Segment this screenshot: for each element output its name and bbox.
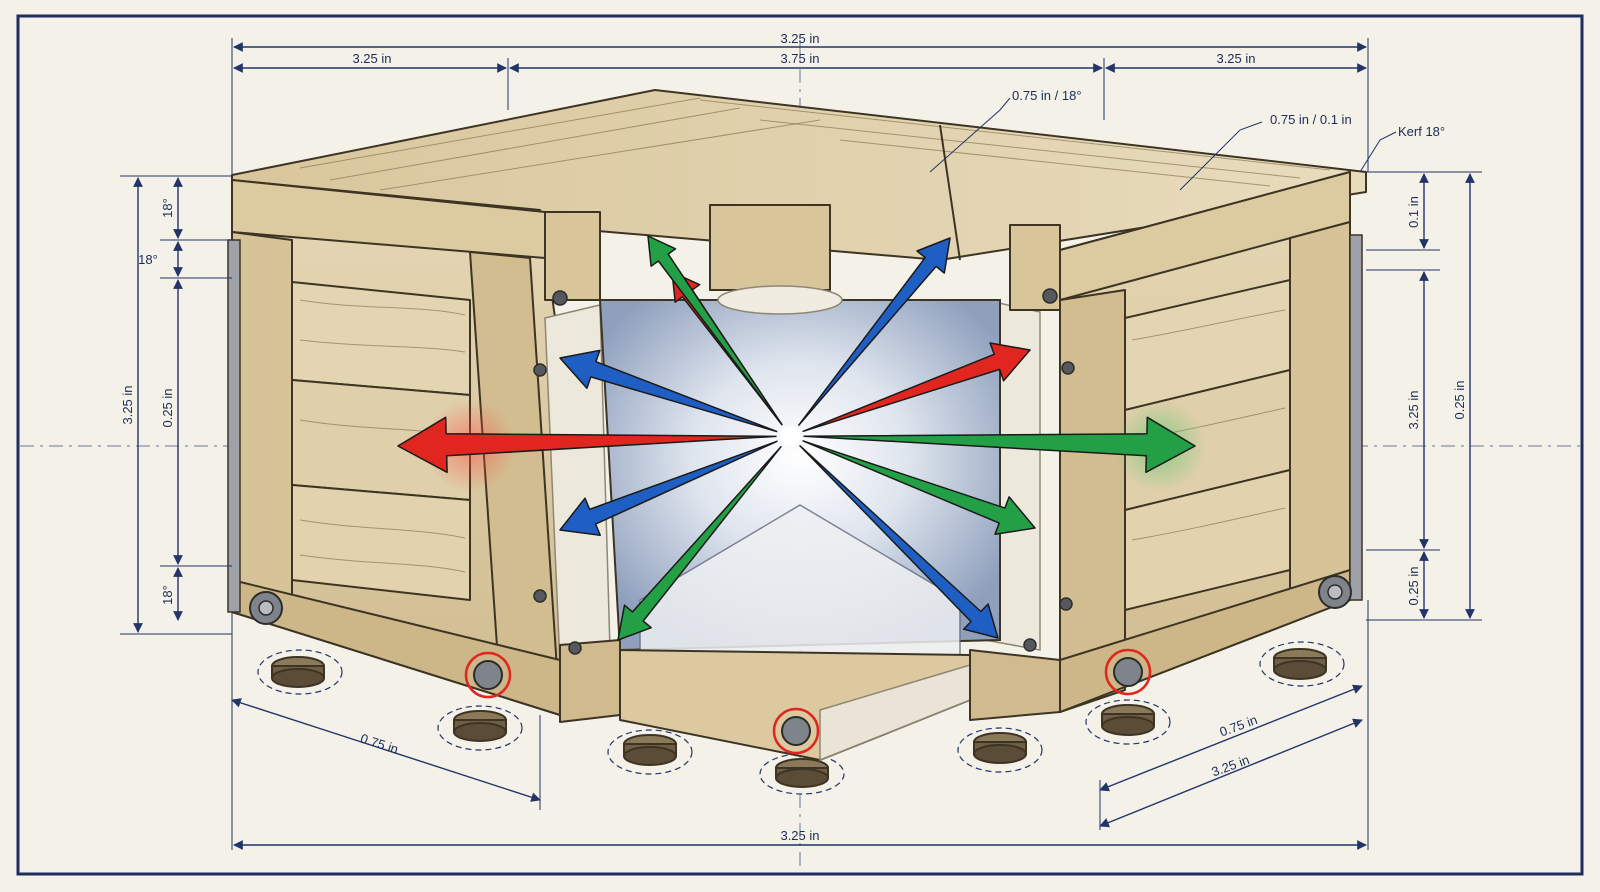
heat-flow-arrow-icon bbox=[803, 416, 1196, 474]
dim-bottom-left-diag bbox=[231, 698, 541, 802]
hex-bolt-icon bbox=[1023, 638, 1037, 652]
dim-bottom-right-diag-lower bbox=[1099, 718, 1363, 828]
hex-bolt-icon bbox=[1059, 597, 1073, 611]
heat-flow-arrow-icon bbox=[647, 235, 783, 426]
label-left-mid-angle: 18° bbox=[138, 252, 158, 267]
label-right-outer-height: 0.25 in bbox=[1452, 380, 1467, 419]
leveling-foot-icon bbox=[607, 729, 693, 775]
leveling-foot-icon bbox=[957, 727, 1043, 773]
heat-flow-arrow-icon bbox=[799, 445, 999, 639]
label-bottom-overall: 3.25 in bbox=[780, 828, 819, 843]
leveling-foot-icon bbox=[759, 753, 845, 795]
label-callout-right: 0.75 in / 0.1 in bbox=[1270, 112, 1352, 127]
leader-callout-far-right bbox=[1359, 131, 1397, 173]
hex-bolt-icon bbox=[533, 589, 547, 603]
label-top-left: 3.25 in bbox=[352, 51, 391, 66]
label-top-overall: 3.25 in bbox=[780, 31, 819, 46]
label-right-top-small: 0.1 in bbox=[1406, 196, 1421, 228]
label-left-inner-height: 0.25 in bbox=[160, 388, 175, 427]
heat-flow-arrow-icon bbox=[798, 237, 951, 426]
hex-bolt-icon bbox=[249, 591, 283, 625]
radiation-origin bbox=[780, 426, 800, 446]
hex-bolt-icon bbox=[533, 363, 547, 377]
heat-flow-arrows bbox=[397, 235, 1206, 641]
label-right-bottom-small: 0.25 in bbox=[1406, 566, 1421, 605]
crate-cavity bbox=[598, 299, 1001, 652]
leveling-foot-icon bbox=[1259, 641, 1345, 687]
label-callout-far-right: Kerf 18° bbox=[1398, 124, 1445, 139]
leader-callout-right bbox=[1179, 121, 1263, 191]
heat-flow-arrow-icon bbox=[802, 440, 1036, 536]
heat-flow-arrow-icon bbox=[617, 445, 782, 641]
heat-flow-arrow-icon bbox=[802, 342, 1031, 433]
heat-flow-arrow-icon bbox=[397, 416, 777, 474]
leveling-foot-icon bbox=[257, 649, 343, 695]
hex-bolt-icon bbox=[464, 651, 512, 699]
crate-assembly bbox=[227, 89, 1367, 795]
hex-bolt-icon bbox=[552, 290, 568, 306]
crate-left-wall bbox=[227, 179, 601, 716]
heat-flow-arrow-icon bbox=[559, 440, 778, 536]
label-callout-center: 0.75 in / 18° bbox=[1012, 88, 1082, 103]
label-top-right: 3.25 in bbox=[1216, 51, 1255, 66]
label-right-inner-height: 3.25 in bbox=[1406, 390, 1421, 429]
hex-bolt-icon bbox=[568, 641, 582, 655]
label-left-bottom-angle: 18° bbox=[160, 585, 175, 605]
leader-callout-center bbox=[929, 97, 1011, 173]
label-top-middle: 3.75 in bbox=[780, 51, 819, 66]
drawing-border bbox=[16, 14, 1584, 876]
heat-flow-arrow-icon bbox=[559, 349, 778, 433]
hex-bolt-icon bbox=[1042, 288, 1058, 304]
label-left-top-angle: 18° bbox=[160, 198, 175, 218]
hex-bolt-icon bbox=[772, 707, 820, 755]
front-base-beams bbox=[559, 639, 1061, 762]
label-left-outer-height: 3.25 in bbox=[120, 385, 135, 424]
hex-bolt-icon bbox=[1061, 361, 1075, 375]
hex-bolt-icon bbox=[1318, 575, 1352, 609]
hardware-bolts bbox=[249, 288, 1352, 755]
